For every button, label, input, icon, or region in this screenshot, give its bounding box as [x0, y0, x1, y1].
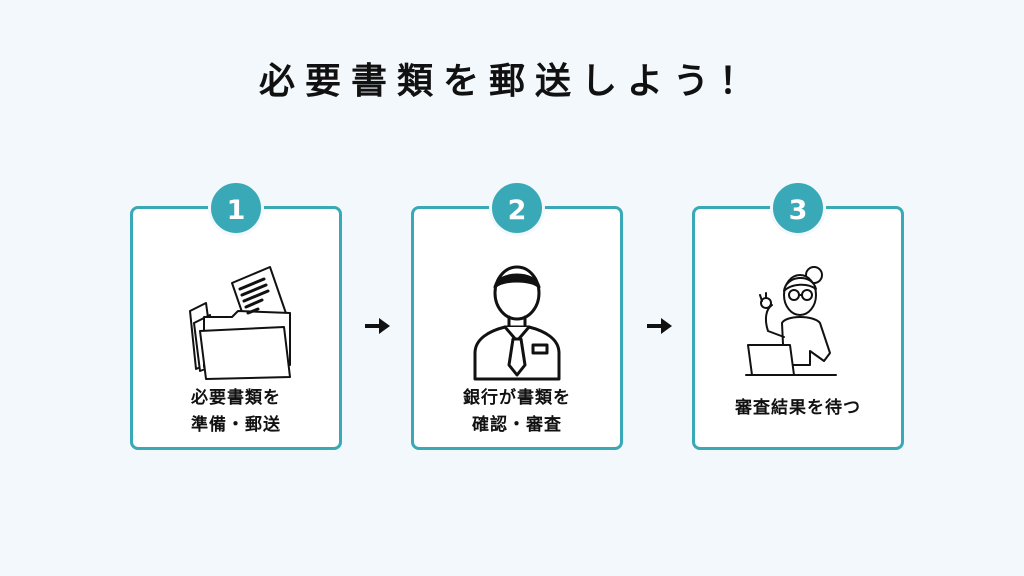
documents-folder-icon: [133, 253, 339, 383]
step-caption-line: 準備・郵送: [191, 415, 281, 435]
step-caption: 必要書類を 準備・郵送: [133, 385, 339, 439]
step-number-badge: 1: [208, 180, 264, 236]
step-caption-line: 銀行が書類を: [463, 388, 571, 408]
step-number-badge: 2: [489, 180, 545, 236]
woman-laptop-icon: [695, 253, 901, 383]
step-caption: 銀行が書類を 確認・審査: [414, 385, 620, 439]
bank-clerk-icon: [414, 253, 620, 383]
step-caption-line: 確認・審査: [472, 415, 562, 435]
step-card-3: 3: [692, 180, 904, 450]
step-caption-line: 必要書類を: [191, 388, 281, 408]
step-number-badge: 3: [770, 180, 826, 236]
step-card-2: 2 銀行が書類を 確認・審査: [411, 180, 623, 450]
step-card-1: 1 必要書類を 準備・郵送: [130, 180, 342, 450]
arrow-right-icon: [645, 316, 675, 336]
page-title: 必要書類を郵送しよう！: [258, 61, 765, 102]
arrow-right-icon: [363, 316, 393, 336]
step-caption: 審査結果を待つ: [695, 395, 901, 422]
step-caption-line: 審査結果を待つ: [735, 398, 861, 418]
